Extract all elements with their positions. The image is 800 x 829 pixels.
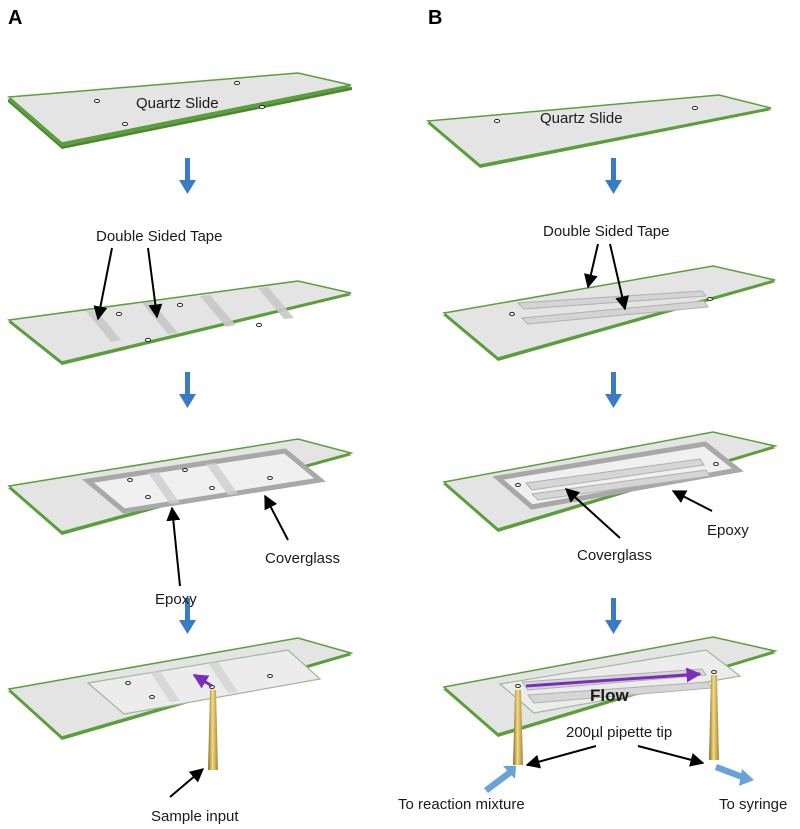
double-sided-tape-label-a: Double Sided Tape [96,228,223,245]
panel-letter-b: B [428,7,442,29]
tape-pointer-b2 [609,243,629,311]
slide-holes [93,80,266,127]
coverglass-label-a: Coverglass [265,550,340,567]
down-arrow-icon [179,598,196,634]
down-arrow-icon [179,158,196,194]
down-arrow-icon [605,598,622,634]
tubing-out-arrow-icon [715,764,754,786]
sample-input-pointer [169,768,205,798]
pipette-tip-icon [513,690,523,765]
slide-a4 [7,637,354,770]
slide-a3 [7,438,354,535]
tip-pointer-left [525,745,597,769]
tape-pointer-a2 [147,247,163,319]
slide-b4: Flow [442,636,778,765]
pipette-tip-label: 200µl pipette tip [566,724,672,741]
slide-a1: Quartz Slide [7,72,352,149]
to-syringe-label: To syringe [719,796,787,813]
down-arrow-icon [605,158,622,194]
tape-pointer-a1 [93,247,113,321]
epoxy-pointer-a [166,506,181,587]
double-sided-tape-label-b: Double Sided Tape [543,223,670,240]
flow-label: Flow [590,686,629,705]
slide-a2 [7,280,352,365]
epoxy-label-b: Epoxy [707,522,749,539]
quartz-slide-label-a: Quartz Slide [136,95,219,112]
slide-b1: Quartz Slide [426,94,772,168]
flow-arrow-icon [525,667,702,688]
tubing-in-arrow-icon [484,766,516,793]
sample-input-label: Sample input [151,808,239,825]
panel-letter-a: A [8,7,22,29]
coverglass-pointer-a [264,494,289,541]
tape-pointer-b1 [584,243,599,289]
down-arrow-icon [179,372,196,408]
coverglass-pointer-b [564,488,621,539]
quartz-slide-label-b: Quartz Slide [540,110,623,127]
pipette-tip-icon [709,675,719,760]
epoxy-label-a: Epoxy [155,591,197,608]
slide-b2 [442,265,776,361]
down-arrow-icon [605,372,622,408]
coverglass-label-b: Coverglass [577,547,652,564]
to-reaction-mixture-label: To reaction mixture [398,796,525,813]
slide-b3 [442,431,778,532]
pipette-tip-icon [208,690,218,770]
epoxy-pointer-b [671,490,713,512]
flow-arrow-icon [192,673,213,689]
tip-pointer-right [637,745,705,767]
